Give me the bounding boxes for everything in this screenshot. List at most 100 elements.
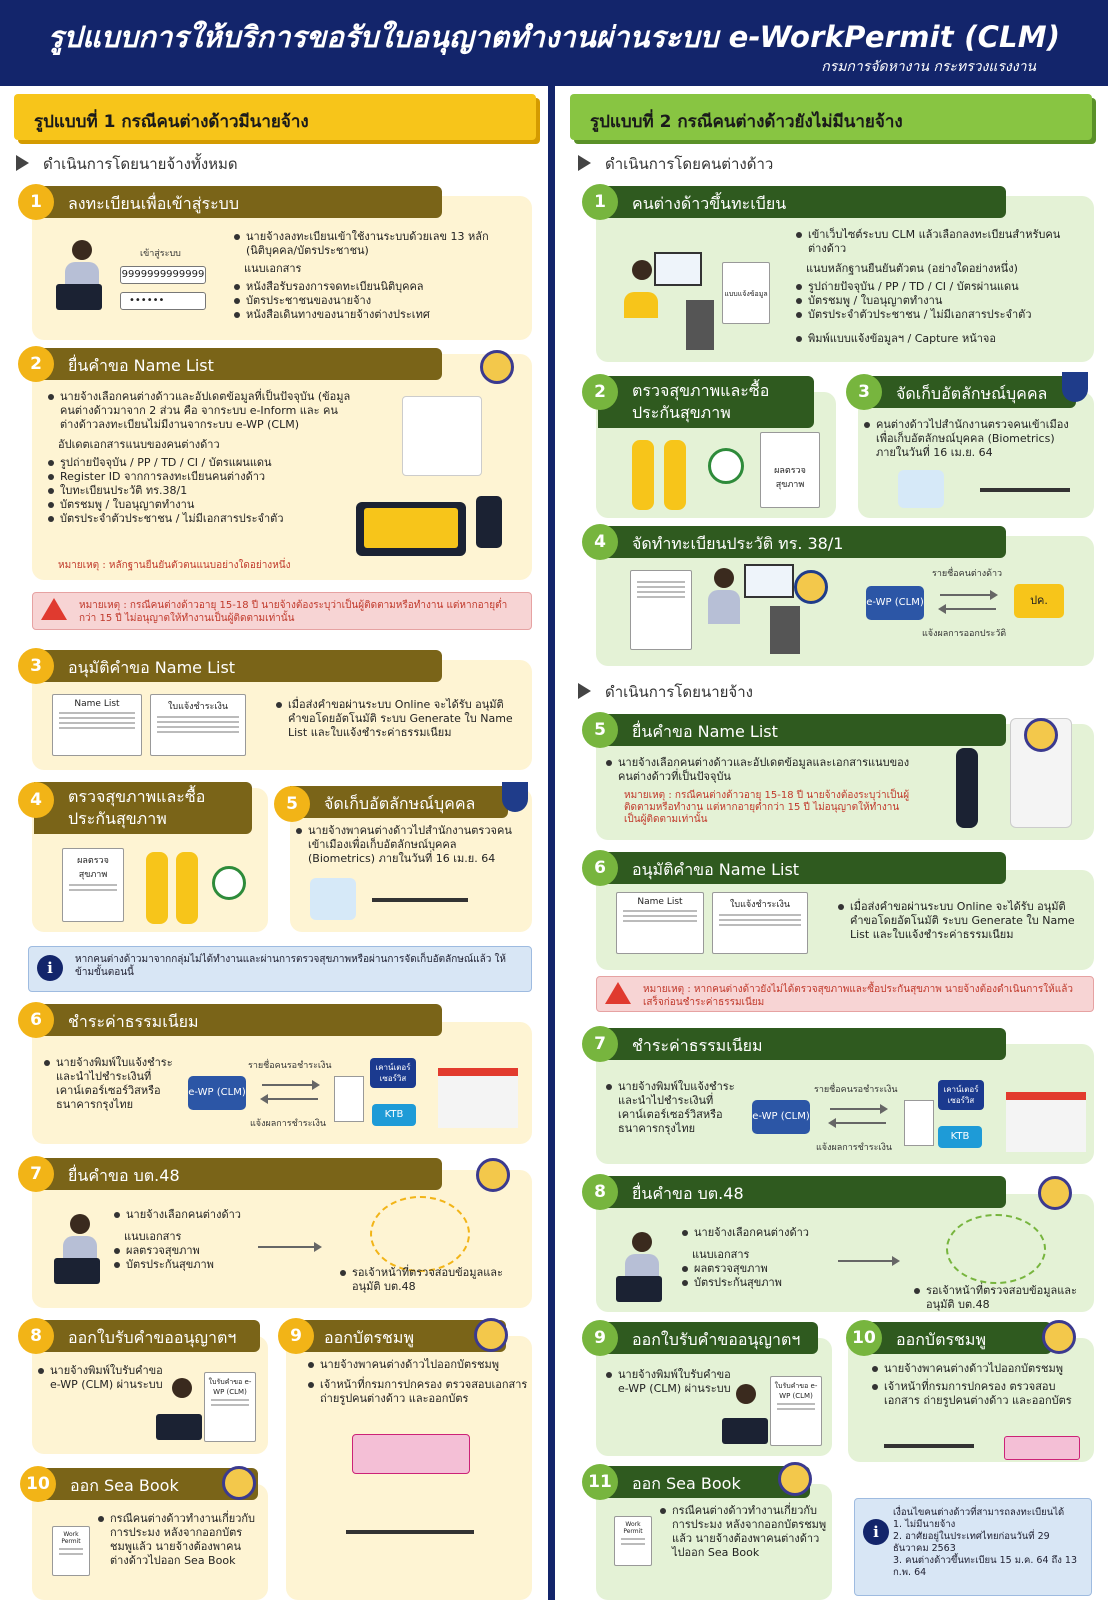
info-title: เงื่อนไขคนต่างด้าวที่สามารถลงทะเบียนได้ <box>893 1507 1065 1518</box>
payment-result-label: แจ้งผลการชำระเงิน <box>816 1143 893 1153</box>
arrow-right-icon <box>262 1080 320 1090</box>
list-item: รอเจ้าหน้าที่ตรวจสอบข้อมูลและอนุมัติ บต.… <box>912 1284 1092 1312</box>
right-step-11-title: ออก Sea Book <box>598 1466 810 1498</box>
health-check-document: ผลตรวจสุขภาพ <box>62 848 124 922</box>
left-warning-note: หมายเหตุ : กรณีคนต่างด้าวอายุ 15-18 ปี น… <box>32 592 532 630</box>
right-step-2-title: ตรวจสุขภาพและซื้อประกันสุขภาพ <box>598 376 814 428</box>
person-icon <box>632 260 652 280</box>
payment-result-label: แจ้งผลการชำระเงิน <box>250 1119 327 1129</box>
list-item: นายจ้างพิมพ์ใบรับคำขอ e-WP (CLM) ผ่านระบ… <box>36 1364 172 1392</box>
left-step-5-text: นายจ้างพาคนต่างด้าวไปสำนักงานตรวจคนเข้าเ… <box>294 824 524 866</box>
person-body-icon <box>624 292 658 318</box>
person-body-icon <box>708 590 740 624</box>
info-condition: 3. คนต่างด้าวขึ้นทะเบียน 15 ม.ค. 64 ถึง … <box>893 1555 1078 1578</box>
list-item: เข้าเว็บไซต์ระบบ CLM แล้วเลือกลงทะเบียนส… <box>794 228 1088 256</box>
government-seal-icon <box>1024 718 1058 752</box>
right-step-9-number: 9 <box>582 1320 618 1356</box>
interior-ministry-seal-icon <box>794 570 828 604</box>
right-step-8-number: 8 <box>582 1174 618 1210</box>
right-step-1-title: คนต่างด้าวขึ้นทะเบียน <box>598 186 1006 218</box>
government-seal-icon <box>476 1158 510 1192</box>
list-item: นายจ้างพิมพ์ใบแจ้งชำระและนำไปชำระเงินที่… <box>42 1056 182 1112</box>
pink-card-icon <box>1004 1436 1080 1460</box>
doc-title: แบบแจ้งข้อมูล <box>724 290 768 298</box>
left-step-2-text: นายจ้างเลือกคนต่างด้าวและอัปเดตข้อมูลที่… <box>46 390 364 526</box>
registration-form-document: แบบแจ้งข้อมูล <box>722 262 770 324</box>
arrow-right-icon <box>838 1256 900 1266</box>
right-step-7-text: นายจ้างพิมพ์ใบแจ้งชำระและนำไปชำระเงินที่… <box>604 1080 744 1136</box>
record-result-label: แจ้งผลการออกประวัติ <box>922 629 1007 639</box>
left-banner: รูปแบบที่ 1 กรณีคนต่างด้าวมีนายจ้าง <box>14 94 536 140</box>
left-step-4-number: 4 <box>18 782 54 818</box>
person-icon <box>714 568 734 588</box>
left-step-6-text: นายจ้างพิมพ์ใบแจ้งชำระและนำไปชำระเงินที่… <box>42 1056 182 1112</box>
left-step-2-number: 2 <box>18 346 54 382</box>
left-step-7-title: ยื่นคำขอ บต.48 <box>34 1158 442 1190</box>
arrow-right-icon <box>940 590 998 600</box>
left-step-10-number: 10 <box>20 1466 56 1502</box>
list-item: ใบทะเบียนประวัติ ทร.38/1 <box>46 484 364 498</box>
receipt-icon <box>904 1100 934 1146</box>
work-permit-document: Work Permit <box>614 1516 652 1566</box>
left-step-6-number: 6 <box>18 1002 54 1038</box>
list-item: นายจ้างพิมพ์ใบรับคำขอ e-WP (CLM) ผ่านระบ… <box>604 1368 738 1396</box>
left-step-3-title: อนุมัติคำขอ Name List <box>34 650 442 682</box>
convenience-store-icon <box>438 1068 518 1128</box>
waiting-list-label: รายชื่อคนรอชำระเงิน <box>814 1085 898 1095</box>
doctor-icon <box>632 440 654 510</box>
right-step-1-text: เข้าเว็บไซต์ระบบ CLM แล้วเลือกลงทะเบียนส… <box>794 228 1088 346</box>
info-condition: 2. อาศัยอยู่ในประเทศไทยก่อนวันที่ 29 ธัน… <box>893 1531 1050 1554</box>
list-item: บัตรประจำตัวประชาชน / ไม่มีเอกสารประจำตั… <box>46 512 364 526</box>
left-warning-text: หมายเหตุ : กรณีคนต่างด้าวอายุ 15-18 ปี น… <box>79 600 508 624</box>
left-step-4-title: ตรวจสุขภาพและซื้อประกันสุขภาพ <box>34 782 252 834</box>
left-step-10-text: กรณีคนต่างด้าวทำงานเกี่ยวกับการประมง หลั… <box>96 1512 262 1568</box>
right-step-2-number: 2 <box>582 374 618 410</box>
page-title: รูปแบบการให้บริการขอรับใบอนุญาตทำงานผ่าน… <box>47 20 1061 54</box>
right-step-10-title: ออกบัตรชมพู <box>862 1322 1052 1354</box>
list-item: บัตรประจำตัวประชาชน / ไม่มีเอกสารประจำตั… <box>794 308 1088 322</box>
laptop-icon <box>722 1418 768 1444</box>
list-item: บัตรประกันสุขภาพ <box>112 1258 262 1272</box>
right-step-5-number: 5 <box>582 712 618 748</box>
doc-title: ใบแจ้งชำระเงิน <box>729 900 791 910</box>
list-item: เจ้าหน้าที่กรมการปกครอง ตรวจสอบเอกสาร ถ่… <box>306 1378 528 1406</box>
person-body-icon <box>65 262 99 286</box>
doc-title: Work Permit <box>61 1531 81 1545</box>
health-ministry-logo-icon <box>212 866 246 900</box>
list-item: ผลตรวจสุขภาพ <box>112 1244 262 1258</box>
ewp-system-box: e-WP (CLM) <box>188 1076 246 1110</box>
doc-title: Work Permit <box>623 1521 643 1535</box>
right-step-4-title: จัดทำทะเบียนประวัติ ทร. 38/1 <box>598 526 1006 558</box>
ktb-bank-logo: KTB <box>938 1126 982 1148</box>
registration-record-document <box>630 570 692 650</box>
warning-icon <box>41 598 67 620</box>
doc-title: ใบแจ้งชำระเงิน <box>167 702 229 712</box>
list-item: นายจ้างพาคนต่างด้าวไปออกบัตรชมพู <box>306 1358 528 1372</box>
left-section-heading: ดำเนินการโดยนายจ้างทั้งหมด <box>16 152 238 176</box>
right-banner: รูปแบบที่ 2 กรณีคนต่างด้าวยังไม่มีนายจ้า… <box>570 94 1092 140</box>
desk-icon <box>346 1530 474 1534</box>
list-item: บัตรประกันสุขภาพ <box>680 1276 840 1290</box>
officer-review-icon <box>946 1214 1046 1284</box>
pink-card-icon <box>352 1434 470 1474</box>
right-step-3-number: 3 <box>846 374 882 410</box>
receipt-icon <box>334 1076 364 1122</box>
name-list-document: Name List <box>52 694 142 756</box>
laptop-icon <box>616 1276 662 1302</box>
right-section-heading-2: ดำเนินการโดยนายจ้าง <box>578 680 753 704</box>
list-item: เจ้าหน้าที่กรมการปกครอง ตรวจสอบเอกสาร ถ่… <box>870 1380 1090 1408</box>
foreigner-list-label: รายชื่อคนต่างด้าว <box>932 569 1003 579</box>
interior-ministry-seal-icon <box>474 1318 508 1352</box>
triangle-icon <box>16 155 29 171</box>
list-item: ผลตรวจสุขภาพ <box>680 1262 840 1276</box>
left-step-2-remark: หมายเหตุ : หลักฐานยืนยันตัวตนแนบอย่างใดอ… <box>58 560 291 571</box>
marine-department-seal-icon <box>222 1466 256 1500</box>
biometric-scan-icon <box>898 470 944 508</box>
left-step-1-text: นายจ้างลงทะเบียนเข้าใช้งานระบบด้วยเลข 13… <box>232 230 522 322</box>
right-step-5-title: ยื่นคำขอ Name List <box>598 714 1006 746</box>
attach-label: แนบเอกสาร <box>244 262 302 275</box>
login-label: เข้าสู่ระบบ <box>140 249 181 259</box>
laptop-icon <box>56 284 102 310</box>
list-item: หนังสือเดินทางของนายจ้างต่างประเทศ <box>232 308 522 322</box>
right-step-3-card <box>858 392 1094 518</box>
